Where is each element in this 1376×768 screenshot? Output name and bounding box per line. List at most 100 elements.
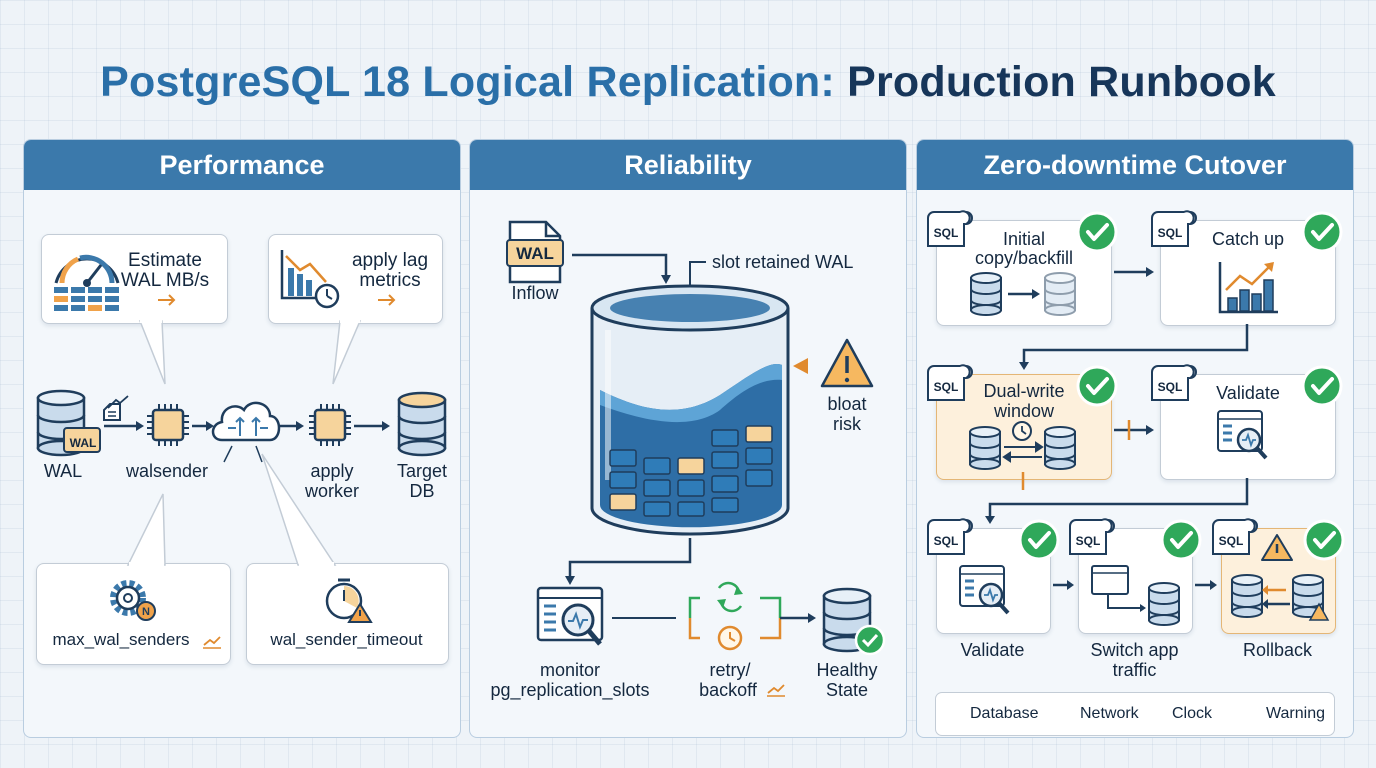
healthy-line-1: Healthy (816, 660, 878, 680)
warning-icon (820, 338, 874, 388)
sql-tag: SQL (933, 534, 959, 548)
target-db-line-1: Target (396, 461, 448, 481)
validate-top-label: Validate (1216, 383, 1280, 403)
estimate-wal-callout (41, 234, 228, 324)
cutover-header: Zero-downtime Cutover (917, 140, 1353, 190)
arrow-right-icon (158, 294, 176, 306)
initial-line-1: Initial (1002, 229, 1046, 249)
switch-traffic-icon (1091, 565, 1146, 612)
gauge-icon (54, 254, 120, 287)
healthy-line-2: State (825, 680, 869, 700)
monitor-search-icon (536, 586, 604, 646)
retry-loop (688, 581, 782, 651)
check-icon (1301, 365, 1343, 407)
legend-database: Database (970, 705, 1039, 722)
rollback-arrows (1262, 585, 1290, 609)
warning-icon (1308, 602, 1330, 621)
inflow-label: Inflow (511, 283, 559, 303)
database-icon (1044, 426, 1076, 470)
warning-icon (1261, 534, 1293, 561)
wal-node-label: WAL (43, 461, 83, 481)
sql-tag: SQL (933, 380, 959, 394)
initial-line-2: copy/backfill (974, 248, 1074, 268)
arrow-right-icon (378, 294, 396, 306)
clock-icon (1012, 421, 1032, 441)
stopwatch-icon (325, 578, 373, 623)
max-wal-senders-label: max_wal_senders (52, 630, 190, 649)
grid-table-icon (54, 287, 119, 311)
switch-line-1: Switch app (1090, 640, 1179, 660)
outflow-arrow (568, 538, 692, 578)
bloat-line-2: risk (833, 414, 861, 434)
bloat-line-1: bloat (827, 394, 867, 414)
performance-header: Performance (24, 140, 460, 190)
page-title: PostgreSQL 18 Logical Replication: Produ… (0, 58, 1376, 107)
inflow-arrow (572, 253, 668, 277)
rollback-label: Rollback (1242, 640, 1313, 660)
check-icon (1076, 365, 1118, 407)
sql-tag: SQL (1075, 534, 1101, 548)
check-icon (1160, 519, 1202, 561)
catchup-label: Catch up (1211, 229, 1285, 249)
check-icon (1303, 519, 1345, 561)
database-icon (969, 426, 1001, 470)
flow-arrows (104, 421, 390, 431)
apply-worker-line-1: apply (310, 461, 354, 481)
switch-line-2: traffic (1112, 660, 1157, 680)
check-icon (1018, 519, 1060, 561)
monitor-line-2: pg_replication_slots (490, 680, 650, 700)
pointer-triangle (793, 358, 808, 374)
apply-worker-chip-icon (309, 404, 351, 446)
database-icon (970, 272, 1002, 316)
check-icon (1301, 211, 1343, 253)
trend-icon (203, 636, 221, 646)
target-db-line-2: DB (409, 481, 435, 501)
sync-arrows (1002, 441, 1044, 463)
monitor-line-1: monitor (539, 660, 601, 680)
apply-worker-line-2: worker (304, 481, 359, 501)
reliability-header: Reliability (470, 140, 906, 190)
sql-tag: SQL (1157, 380, 1183, 394)
wal-file-icon (506, 220, 564, 284)
walsender-chip-icon (147, 404, 189, 446)
target-database-icon (397, 391, 447, 457)
sql-tag: SQL (1218, 534, 1244, 548)
lag-line-1: apply lag (351, 250, 429, 271)
estimate-line-2: WAL MB/s (120, 270, 210, 291)
cutover-flow-arrows (988, 270, 1249, 587)
validate-search-icon (959, 565, 1010, 615)
cloud-network-icon (211, 401, 281, 463)
trend-icon (107, 395, 129, 409)
retry-line-1: retry/ (709, 660, 751, 680)
dualwrite-line-1: Dual-write (983, 381, 1065, 401)
gear-icon (110, 580, 156, 621)
legend: Database Network Clock Warning (935, 692, 1335, 736)
svg-text:N: N (142, 606, 150, 618)
title-part-2: Production Runbook (847, 58, 1276, 106)
wal-tank-icon (590, 284, 790, 536)
wal-badge-text: WAL (69, 436, 97, 450)
legend-network: Network (1080, 705, 1139, 722)
title-part-1: PostgreSQL 18 Logical Replication: (100, 58, 835, 106)
legend-warning: Warning (1266, 705, 1325, 722)
database-icon (1148, 582, 1180, 626)
retry-line-2: backoff (699, 680, 757, 700)
validate-search-icon (1217, 410, 1268, 460)
wal-file-text: WAL (516, 244, 554, 263)
check-icon (1076, 211, 1118, 253)
chart-icon (1218, 262, 1278, 314)
dualwrite-line-2: window (993, 401, 1055, 421)
sql-tag: SQL (1157, 226, 1183, 240)
lag-chart-icon (280, 250, 340, 309)
healthy-database-icon (822, 587, 886, 656)
slot-retained-label: slot retained WAL (712, 252, 854, 272)
database-icon (1231, 574, 1263, 618)
estimate-line-1: Estimate (128, 250, 202, 271)
wal-badge (63, 427, 101, 453)
lag-line-2: metrics (359, 270, 421, 291)
validate-bottom-label: Validate (960, 640, 1025, 660)
trend-icon (767, 684, 785, 694)
wal-sender-timeout-label: wal_sender_timeout (270, 630, 423, 649)
